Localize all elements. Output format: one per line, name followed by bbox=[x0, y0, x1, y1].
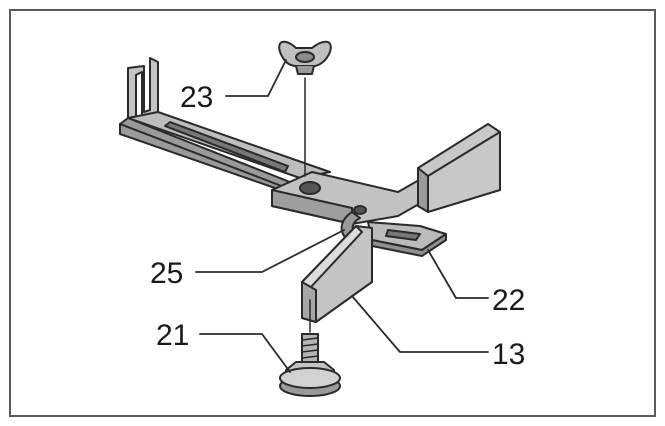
guide bbox=[301, 225, 373, 323]
right-pad bbox=[417, 123, 501, 213]
leader-21 bbox=[199, 333, 291, 373]
screw bbox=[279, 333, 341, 397]
callout-wing-nut: 23 bbox=[180, 81, 213, 114]
leader-22 bbox=[427, 249, 489, 299]
callout-screw: 21 bbox=[156, 319, 189, 352]
callout-guide: 13 bbox=[492, 338, 525, 371]
leader-23 bbox=[225, 59, 287, 97]
spring-hole bbox=[353, 205, 367, 215]
wing-nut bbox=[278, 40, 332, 75]
leader-25 bbox=[195, 229, 345, 273]
leader-13 bbox=[351, 295, 489, 353]
screw-hole bbox=[299, 181, 321, 195]
guide-plate bbox=[367, 221, 447, 257]
callout-spring: 25 bbox=[150, 257, 183, 290]
callout-guide-plate: 22 bbox=[492, 284, 525, 317]
